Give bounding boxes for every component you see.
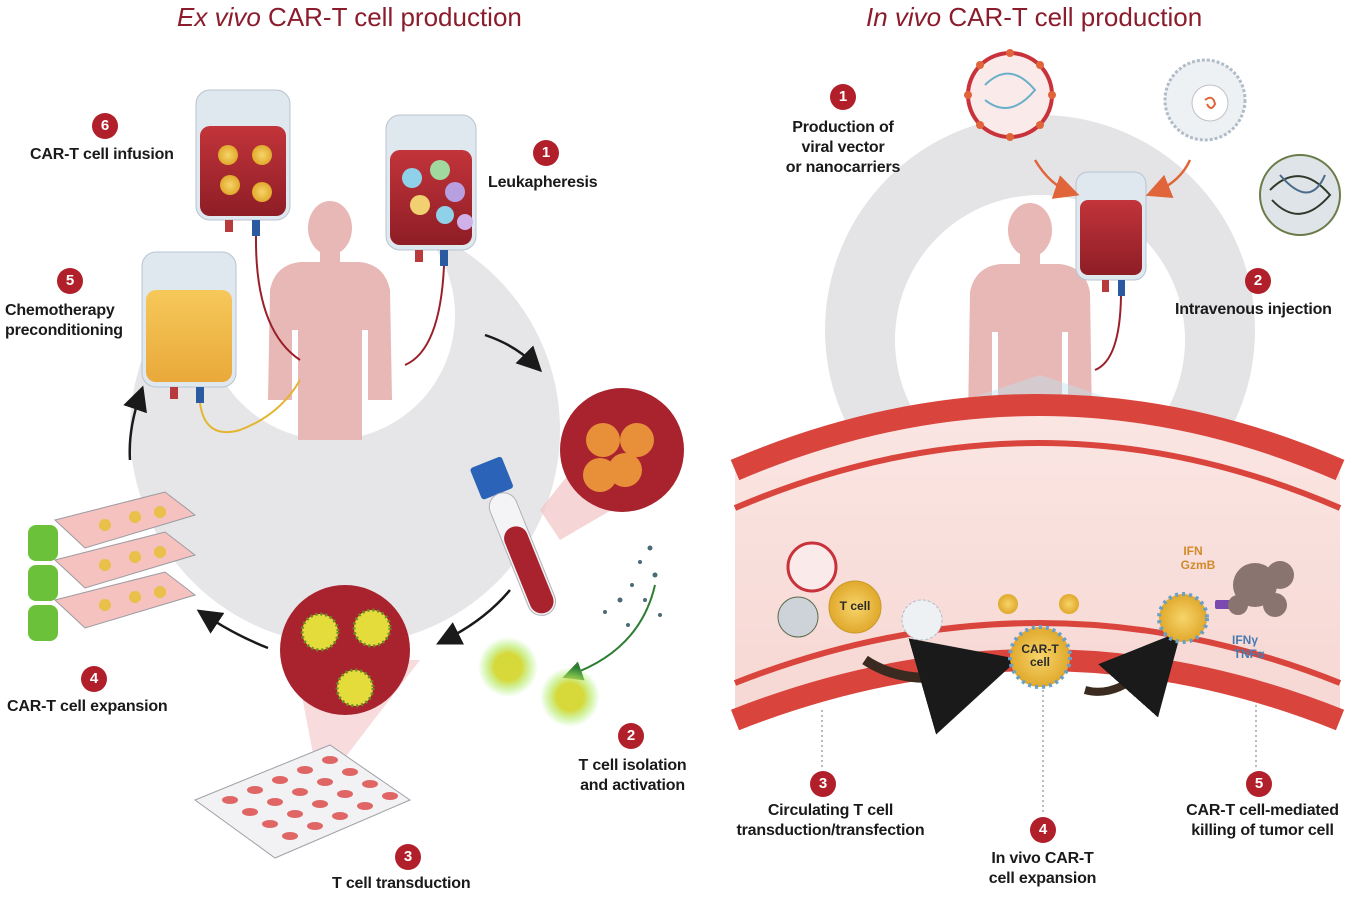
exvivo-title-rest: CAR-T cell production [260, 2, 522, 32]
isolated-cells-zoom [560, 388, 684, 512]
step-label-infusion: CAR-T cell infusion [30, 146, 174, 163]
invivo-title: In vivo CAR-T cell production [866, 2, 1202, 33]
invivo-step-badge-4: 4 [1030, 817, 1056, 843]
cycle-arrow-2 [436, 589, 511, 645]
tcell-icon [828, 580, 882, 634]
cycle-arrow-3 [196, 609, 269, 650]
invivo-step-label-expansion: In vivo CAR-T cell expansion [988, 850, 1097, 887]
transduced-cell-icon [300, 608, 392, 708]
invivo-title-em: In vivo [866, 2, 942, 32]
step-badge-2: 2 [618, 723, 644, 749]
cart-cell-icon [1008, 625, 1072, 689]
chemo-tube [199, 379, 301, 434]
iv-bag-icon [1075, 171, 1147, 371]
invivo-step-badge-1: 1 [830, 84, 856, 110]
zoom-cone [540, 460, 620, 540]
invivo-step-label-production: Production of viral vector or nanocarrie… [785, 119, 901, 176]
invivo-step-label-injection: Intravenous injection [1175, 301, 1332, 318]
activation-arrow [562, 584, 656, 681]
cycle-arrow-1 [484, 333, 543, 373]
ifn-label: IFN [1183, 544, 1203, 558]
activated-tcell [540, 667, 600, 727]
chemotherapy-bag-icon [141, 251, 237, 403]
invivo-title-rest: CAR-T cell production [941, 2, 1203, 32]
infusion-bag-icon [195, 89, 291, 236]
polymer-nanocarrier-icon [1259, 154, 1341, 236]
tnfa-label: TNFα [1233, 647, 1265, 661]
viral-vector-icon [786, 541, 838, 593]
blood-test-tube-icon [470, 456, 557, 616]
step-label-expansion: CAR-T cell expansion [7, 698, 168, 715]
invivo-step-badge-2: 2 [1245, 268, 1271, 294]
gzmb-label: GzmB [1180, 558, 1216, 572]
lipid-nanoparticle-icon [901, 599, 943, 641]
cycle-arrow-4 [123, 385, 147, 461]
lipid-nanoparticle-icon [1163, 58, 1247, 142]
invivo-step-label-killing: CAR-T cell-mediated killing of tumor cel… [1186, 802, 1339, 839]
viral-vector-icon [964, 49, 1056, 141]
step-label-chemotherapy: Chemotherapy preconditioning [5, 302, 123, 339]
expansion-flask-icon [28, 491, 197, 641]
activation-beads [603, 545, 662, 627]
step-badge-6: 6 [92, 113, 118, 139]
step-badge-1: 1 [533, 140, 559, 166]
nanocarrier-icon [777, 596, 819, 638]
flow-arrow-2 [1083, 631, 1182, 718]
invivo-panel [730, 49, 1345, 815]
activated-tcell [478, 637, 538, 697]
vector-arrow [1033, 159, 1080, 199]
invivo-step-label-transduction: Circulating T cell transduction/transfec… [736, 802, 925, 839]
infusion-tube [254, 235, 301, 361]
step-badge-3: 3 [395, 844, 421, 870]
step-badge-5: 5 [57, 268, 83, 294]
tumor-cell-icon [1228, 561, 1294, 617]
exvivo-title: Ex vivo CAR-T cell production [177, 2, 522, 33]
leukapheresis-bag-icon [385, 114, 477, 266]
invivo-step-badge-5: 5 [1246, 771, 1272, 797]
step-label-isolation: T cell isolation and activation [578, 757, 687, 794]
flow-arrow-1 [862, 638, 1019, 735]
step-label-transduction: T cell transduction [332, 875, 471, 892]
leukapheresis-tube [404, 265, 445, 366]
cart-cell-label: CAR-T cell [1021, 642, 1059, 669]
cart-cell-small-icon [998, 594, 1018, 614]
step-label-leukapheresis: Leukapheresis [488, 174, 598, 191]
exvivo-panel [28, 89, 684, 859]
tcell-label: T cell [839, 599, 871, 613]
exvivo-title-em: Ex vivo [177, 2, 261, 32]
nanocarrier-arrow [1145, 159, 1192, 199]
patient-silhouette-icon [268, 201, 392, 440]
step-badge-4: 4 [81, 666, 107, 692]
cart-cell-small-icon [1059, 594, 1079, 614]
ifny-label: IFNγ [1231, 633, 1258, 647]
cart-killer-cell-icon [1157, 592, 1209, 644]
well-plate-icon [193, 744, 412, 859]
invivo-step-badge-3: 3 [810, 771, 836, 797]
